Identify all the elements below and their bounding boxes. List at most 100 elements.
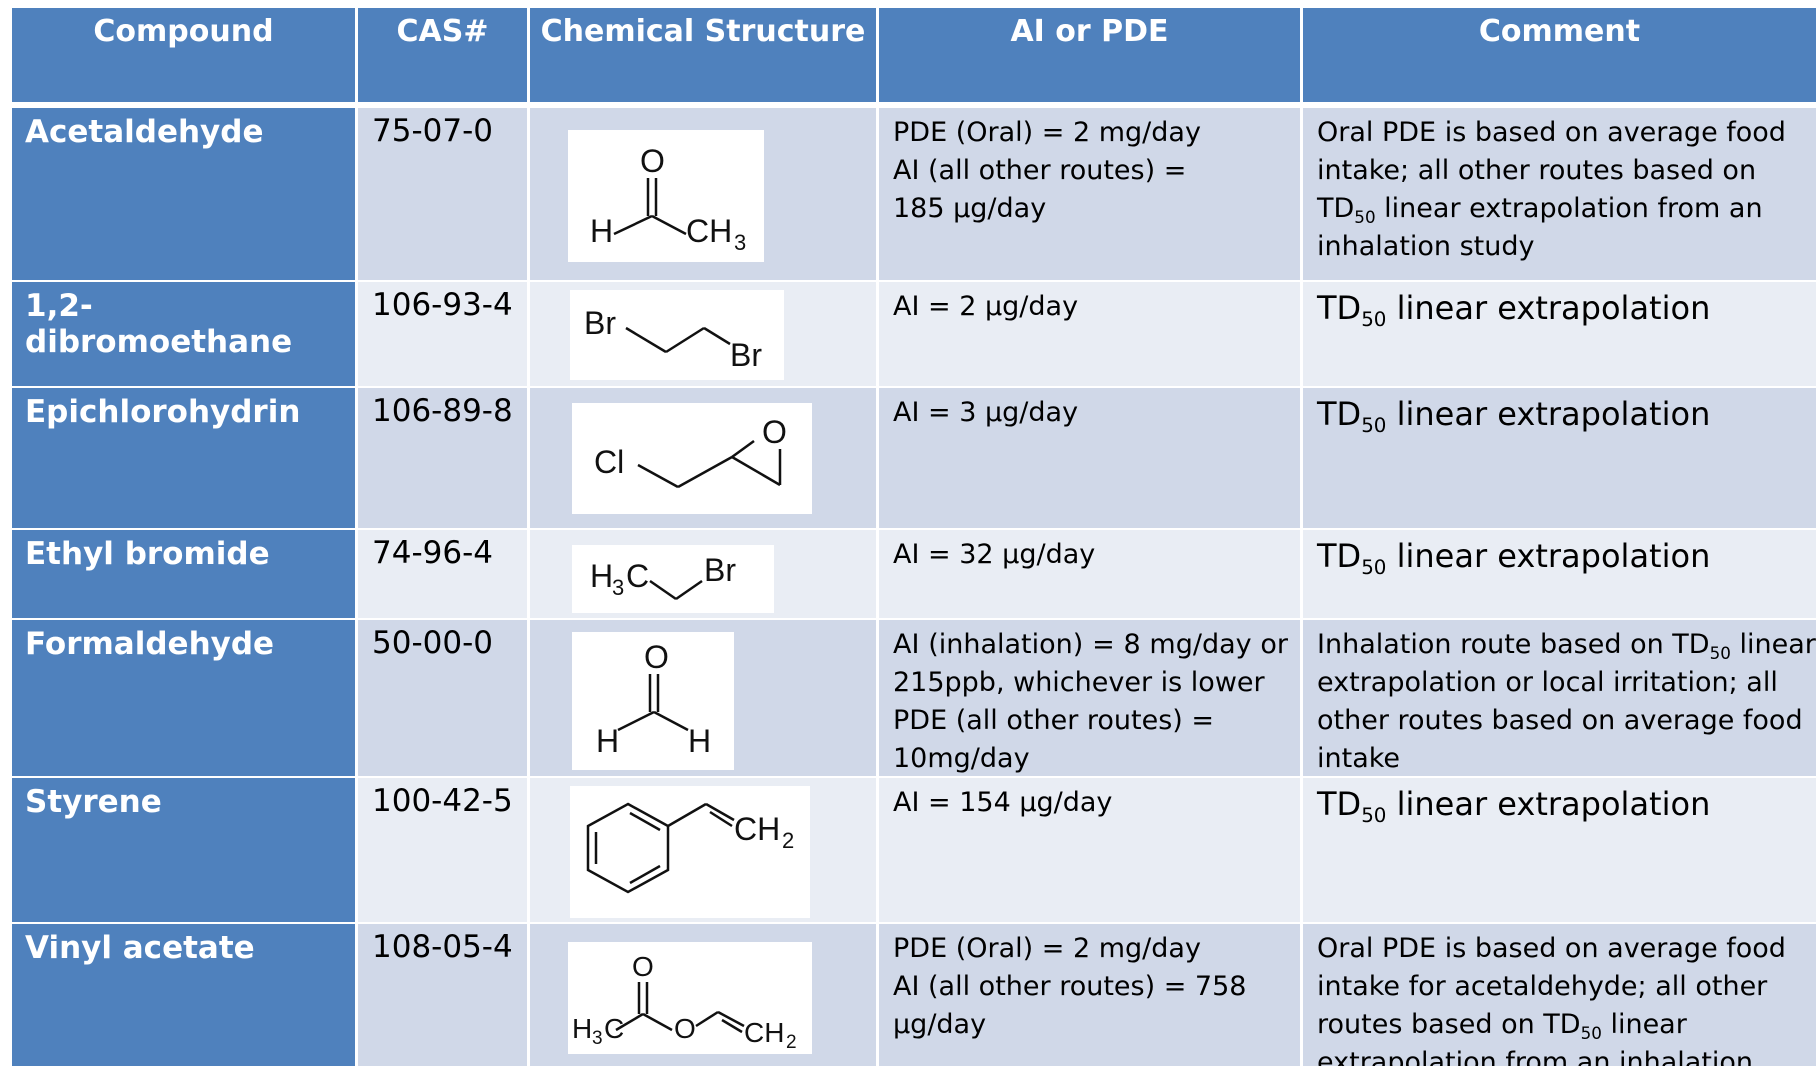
ai-pde-cell: AI = 32 µg/day	[879, 530, 1300, 618]
table-row: Epichlorohydrin 106-89-8 Cl O AI = 3 µg/…	[12, 388, 1816, 528]
ai-pde-cell: PDE (Oral) = 2 mg/day AI (all other rout…	[879, 924, 1300, 1066]
atom-h: H	[572, 1013, 592, 1044]
atom-br: Br	[584, 305, 616, 341]
atom-sub3: 3	[612, 575, 624, 600]
atom-o: O	[632, 951, 654, 982]
structure-styrene: CH 2	[570, 786, 810, 918]
subscript-50: 50	[1361, 555, 1387, 579]
cas-number: 106-93-4	[358, 282, 527, 386]
ai-pde-cell: AI = 3 µg/day	[879, 388, 1300, 528]
subscript-50: 50	[1709, 642, 1731, 663]
comment-text-a: Oral PDE is based on average food intake…	[1317, 117, 1786, 224]
atom-sub3: 3	[592, 1028, 603, 1049]
cas-number: 75-07-0	[358, 108, 527, 280]
ai-pde-cell: AI = 2 µg/day	[879, 282, 1300, 386]
compound-name: Formaldehyde	[12, 620, 355, 776]
header-compound: Compound	[12, 8, 355, 102]
atom-o: O	[762, 414, 787, 450]
atom-sub2: 2	[786, 1032, 797, 1053]
td-label: TD	[1317, 537, 1362, 575]
atom-br: Br	[730, 337, 762, 373]
structure-cell: O H H	[530, 620, 876, 776]
cas-number: 74-96-4	[358, 530, 527, 618]
table-row: Acetaldehyde 75-07-0 O H CH 3 PDE (Oral)…	[12, 108, 1816, 280]
compound-name: Acetaldehyde	[12, 108, 355, 280]
compound-name: Ethyl bromide	[12, 530, 355, 618]
comment-text-a: Oral PDE is based on average food intake…	[1317, 933, 1786, 1040]
comment-cell: TD50 linear extrapolation	[1303, 530, 1816, 618]
header-structure: Chemical Structure	[530, 8, 876, 102]
comment-cell: Oral PDE is based on average food intake…	[1303, 924, 1816, 1066]
td-label: TD	[1317, 785, 1362, 823]
subscript-50: 50	[1361, 307, 1387, 331]
cas-number: 100-42-5	[358, 778, 527, 922]
structure-cell: H 3 C Br	[530, 530, 876, 618]
comment-text-a: Inhalation route based on TD	[1317, 629, 1710, 660]
atom-ch: CH	[744, 1017, 784, 1048]
structure-ethyl-bromide: H 3 C Br	[572, 545, 774, 613]
data-table: Compound CAS# Chemical Structure AI or P…	[12, 8, 1816, 1066]
ai-line: µg/day	[893, 1009, 987, 1040]
structure-cell: O H 3 C O CH 2	[530, 924, 876, 1066]
atom-h: H	[596, 723, 619, 759]
structure-cell: Br Br	[530, 282, 876, 386]
ai-line: PDE (Oral) = 2 mg/day	[893, 933, 1201, 964]
ai-line: 185 µg/day	[893, 193, 1047, 224]
cas-number: 106-89-8	[358, 388, 527, 528]
compound-name: Styrene	[12, 778, 355, 922]
atom-br: Br	[704, 552, 736, 588]
ai-line: AI (inhalation) = 8 mg/day or	[893, 629, 1288, 660]
structure-vinyl-acetate: O H 3 C O CH 2	[568, 942, 812, 1054]
subscript-50: 50	[1361, 413, 1387, 437]
compound-name: Epichlorohydrin	[12, 388, 355, 528]
atom-sub3: 3	[734, 230, 746, 255]
ai-line: AI = 154 µg/day	[893, 787, 1113, 818]
ai-line: PDE (Oral) = 2 mg/day	[893, 117, 1201, 148]
ai-line: 215ppb, whichever is lower	[893, 667, 1265, 698]
comment-text-b: linear extrapolation from an inhalation …	[1317, 193, 1763, 262]
atom-o: O	[640, 143, 665, 179]
comment-text-b: linear extrapolation	[1386, 785, 1711, 823]
ai-line: AI = 2 µg/day	[893, 291, 1079, 322]
structure-cell: Cl O	[530, 388, 876, 528]
atom-o: O	[644, 639, 669, 675]
header-comment: Comment	[1303, 8, 1816, 102]
atom-h: H	[590, 558, 613, 594]
table-row: Styrene 100-42-5 CH 2 AI = 154 µg/day	[12, 778, 1816, 922]
comment-text-b: linear extrapolation or local irritation…	[1317, 629, 1816, 774]
ai-pde-cell: AI = 154 µg/day	[879, 778, 1300, 922]
structure-dibromoethane: Br Br	[570, 290, 784, 380]
comment-cell: Oral PDE is based on average food intake…	[1303, 108, 1816, 280]
table-row: Formaldehyde 50-00-0 O H H AI (inhalatio…	[12, 620, 1816, 776]
subscript-50: 50	[1354, 206, 1376, 227]
structure-cell: O H CH 3	[530, 108, 876, 280]
atom-h: H	[688, 723, 711, 759]
cas-number: 108-05-4	[358, 924, 527, 1066]
ai-line: PDE (all other routes) =	[893, 705, 1215, 736]
atom-h: H	[590, 213, 613, 249]
atom-ch: CH	[734, 811, 780, 847]
comment-cell: TD50 linear extrapolation	[1303, 282, 1816, 386]
structure-cell: CH 2	[530, 778, 876, 922]
table-header: Compound CAS# Chemical Structure AI or P…	[12, 8, 1816, 102]
comment-cell: TD50 linear extrapolation	[1303, 388, 1816, 528]
atom-ch: CH	[686, 213, 732, 249]
comment-text-b: linear extrapolation	[1386, 537, 1711, 575]
td-label: TD	[1317, 395, 1362, 433]
cas-number: 50-00-0	[358, 620, 527, 776]
atom-sub2: 2	[782, 828, 794, 853]
td-label: TD	[1317, 289, 1362, 327]
header-cas: CAS#	[358, 8, 527, 102]
ai-pde-cell: PDE (Oral) = 2 mg/day AI (all other rout…	[879, 108, 1300, 280]
compound-name: Vinyl acetate	[12, 924, 355, 1066]
header-ai-pde: AI or PDE	[879, 8, 1300, 102]
structure-formaldehyde: O H H	[572, 632, 734, 770]
table-row: Ethyl bromide 74-96-4 H 3 C Br AI = 32 µ…	[12, 530, 1816, 618]
structure-epichlorohydrin: Cl O	[572, 403, 812, 514]
atom-c: C	[626, 558, 649, 594]
comment-text-b: linear extrapolation from an inhalation …	[1317, 1009, 1754, 1066]
comment-cell: TD50 linear extrapolation	[1303, 778, 1816, 922]
atom-cl: Cl	[594, 444, 624, 480]
comment-cell: Inhalation route based on TD50 linear ex…	[1303, 620, 1816, 776]
ai-line: AI = 32 µg/day	[893, 539, 1096, 570]
